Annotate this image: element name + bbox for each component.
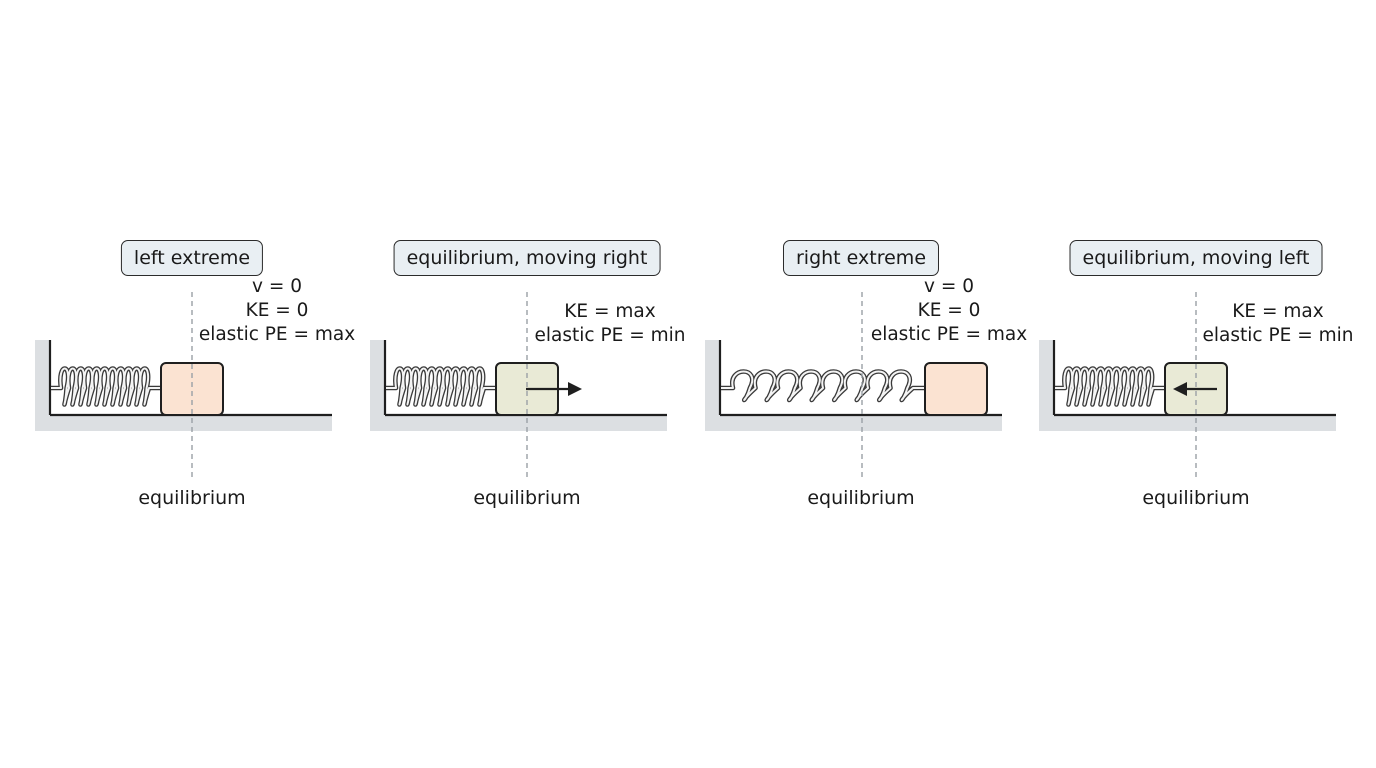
- panel-equilibrium-moving-left: equilibrium, moving left KE = max elasti…: [1039, 230, 1374, 530]
- energy-quantities: KE = max elastic PE = min: [535, 300, 686, 348]
- compressed-spring: [51, 366, 161, 407]
- quantity-line: elastic PE = max: [870, 324, 1028, 345]
- panel-left-extreme: left extreme v = 0 KE = 0 elastic PE = m…: [35, 230, 370, 530]
- energy-quantities: KE = max elastic PE = min: [1203, 300, 1354, 348]
- wall-shadow: [370, 340, 384, 431]
- floor-shadow: [1039, 415, 1336, 431]
- floor-shadow: [370, 415, 667, 431]
- equilibrium-label: equilibrium: [473, 487, 581, 509]
- wall-shadow: [1039, 340, 1053, 431]
- spring-coil-highlight: [721, 370, 925, 401]
- equilibrium-label: equilibrium: [1142, 487, 1250, 509]
- spring-system-graphic: [705, 292, 1002, 478]
- velocity-arrow-left-icon: [1173, 382, 1187, 396]
- spring-system-graphic: [370, 292, 667, 478]
- wall-shadow: [705, 340, 719, 431]
- panel-right-extreme: right extreme v = 0 KE = 0 elastic PE = …: [705, 230, 1040, 530]
- state-label: right extreme: [782, 240, 940, 276]
- stretched-spring: [721, 369, 925, 403]
- state-label: left extreme: [120, 240, 264, 276]
- quantity-line: elastic PE = min: [534, 325, 686, 346]
- spring-coil-highlight: [386, 367, 496, 406]
- quantity-line: KE = 0: [245, 300, 309, 321]
- spring-coil-highlight: [51, 367, 161, 406]
- quantity-line: KE = max: [564, 301, 656, 322]
- quantity-line: v = 0: [924, 276, 974, 297]
- mass-block: [924, 362, 988, 416]
- spring-system-graphic: [1039, 292, 1336, 478]
- floor-shadow: [35, 415, 332, 431]
- wall-shadow: [35, 340, 49, 431]
- state-label: equilibrium, moving right: [393, 240, 661, 276]
- quantity-line: elastic PE = max: [198, 324, 356, 345]
- state-label: equilibrium, moving left: [1069, 240, 1323, 276]
- spring-system-graphic: [35, 292, 332, 478]
- energy-quantities: v = 0 KE = 0 elastic PE = max: [199, 275, 355, 347]
- compressed-spring: [386, 366, 496, 407]
- quantity-line: elastic PE = min: [1202, 325, 1354, 346]
- compressed-spring: [1055, 366, 1165, 407]
- mass-block: [160, 362, 224, 416]
- quantity-line: KE = max: [1232, 301, 1324, 322]
- spring-coil-highlight: [1055, 367, 1165, 406]
- equilibrium-label: equilibrium: [138, 487, 246, 509]
- energy-quantities: v = 0 KE = 0 elastic PE = max: [871, 275, 1027, 347]
- floor-shadow: [705, 415, 1002, 431]
- quantity-line: v = 0: [252, 276, 302, 297]
- velocity-arrow-right-icon: [568, 382, 582, 396]
- quantity-line: KE = 0: [917, 300, 981, 321]
- equilibrium-label: equilibrium: [807, 487, 915, 509]
- panel-equilibrium-moving-right: equilibrium, moving right KE = max elast…: [370, 230, 705, 530]
